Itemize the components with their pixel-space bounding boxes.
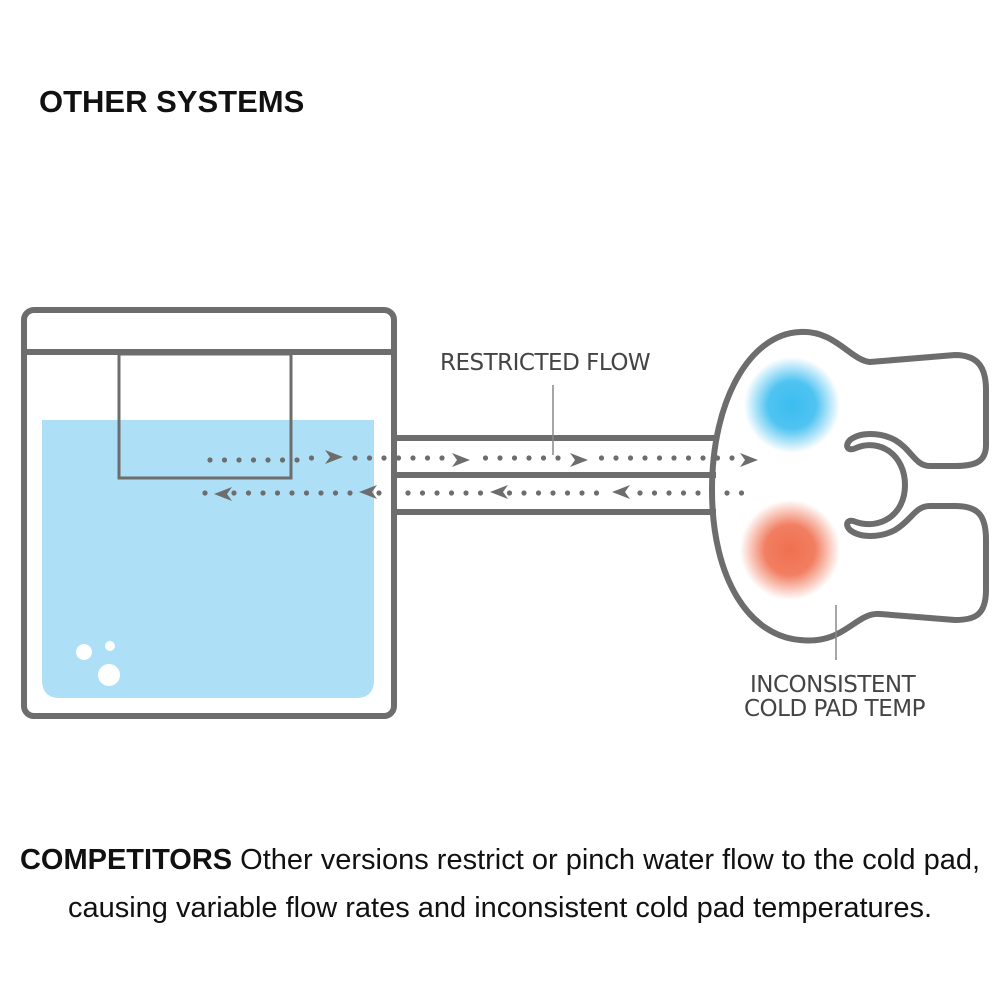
section-title: OTHER SYSTEMS — [39, 84, 305, 119]
flow-dot — [332, 490, 339, 496]
arrow-left-icon — [612, 485, 630, 499]
warm-spot — [740, 500, 840, 600]
flow-dot — [695, 490, 701, 496]
arrow-left-icon — [490, 485, 508, 499]
flow-dot — [680, 490, 687, 496]
flow-dot — [439, 455, 445, 461]
caption-bold: COMPETITORS — [19, 844, 233, 876]
flow-dot — [642, 455, 648, 461]
flow-dot — [579, 490, 585, 496]
flow-dot — [265, 457, 271, 463]
flow-dot — [526, 455, 532, 461]
pad-label-line1: INCONSISTENT — [750, 672, 917, 698]
flow-dot — [395, 455, 402, 461]
pad-label-line2: COLD PAD TEMP — [744, 696, 926, 722]
flow-dot — [308, 455, 315, 461]
flow-dot — [656, 455, 663, 461]
flow-dot — [540, 455, 547, 461]
arrow-right-icon — [740, 453, 758, 467]
flow-dot — [202, 490, 208, 496]
flow-dot — [729, 455, 735, 461]
arrow-right-icon — [452, 453, 470, 467]
flow-dot — [463, 490, 469, 496]
caption: COMPETITORS Other versions restrict or p… — [10, 836, 990, 932]
flow-dot — [550, 490, 556, 496]
flow-dot — [482, 455, 489, 461]
flow-dot — [294, 457, 300, 463]
flow-dot — [521, 490, 527, 496]
flow-dot — [236, 457, 242, 463]
flow-dot — [419, 490, 426, 496]
flow-dot — [376, 490, 382, 496]
flow-dot — [207, 457, 213, 463]
flow-dot — [434, 490, 440, 496]
flow-dot — [390, 490, 397, 496]
flow-dot — [448, 490, 455, 496]
flow-dot — [289, 490, 295, 496]
flow-dot — [506, 490, 513, 496]
water — [42, 420, 374, 698]
arrow-left-icon — [359, 485, 377, 499]
flow-dot — [637, 490, 643, 496]
flow-dot — [714, 455, 721, 461]
flow-dot — [613, 455, 619, 461]
flow-dot — [666, 490, 672, 496]
arrow-right-icon — [570, 453, 588, 467]
flow-dot — [250, 457, 257, 463]
hose — [397, 435, 716, 515]
flow-dot — [410, 455, 416, 461]
flow-dot — [564, 490, 571, 496]
flow-dot — [318, 490, 324, 496]
flow-dot — [555, 455, 561, 461]
flow-dot — [685, 455, 692, 461]
flow-dot — [424, 455, 431, 461]
flow-dot — [738, 490, 745, 496]
flow-dot — [724, 490, 730, 496]
flow-dot — [700, 455, 706, 461]
flow-dot — [303, 490, 310, 496]
flow-dot — [260, 490, 266, 496]
flow-dot — [245, 490, 252, 496]
flow-dot — [347, 490, 353, 496]
flow-dot — [231, 490, 237, 496]
cooler-reservoir — [21, 307, 397, 719]
restricted-flow-label: RESTRICTED FLOW — [440, 350, 650, 376]
caption-text: Other versions restrict or pinch water f… — [67, 844, 981, 924]
flow-dot — [352, 455, 358, 461]
arrow-left-icon — [214, 487, 232, 501]
cold-spot — [744, 357, 840, 453]
flow-dot — [381, 455, 387, 461]
flow-dot — [671, 455, 677, 461]
flow-dot — [221, 457, 228, 463]
flow-dot — [651, 490, 658, 496]
flow-dot — [366, 455, 373, 461]
flow-dot — [627, 455, 634, 461]
cold-pad — [709, 328, 989, 660]
flow-dot — [598, 455, 605, 461]
arrow-right-icon — [325, 450, 343, 464]
flow-dot — [497, 455, 503, 461]
flow-dot — [405, 490, 411, 496]
flow-dot — [709, 490, 716, 496]
flow-dot — [477, 490, 484, 496]
flow-dot — [279, 457, 286, 463]
flow-dot — [511, 455, 518, 461]
flow-dot — [593, 490, 600, 496]
flow-dot — [274, 490, 281, 496]
flow-arrows — [202, 450, 758, 501]
flow-dot — [535, 490, 542, 496]
